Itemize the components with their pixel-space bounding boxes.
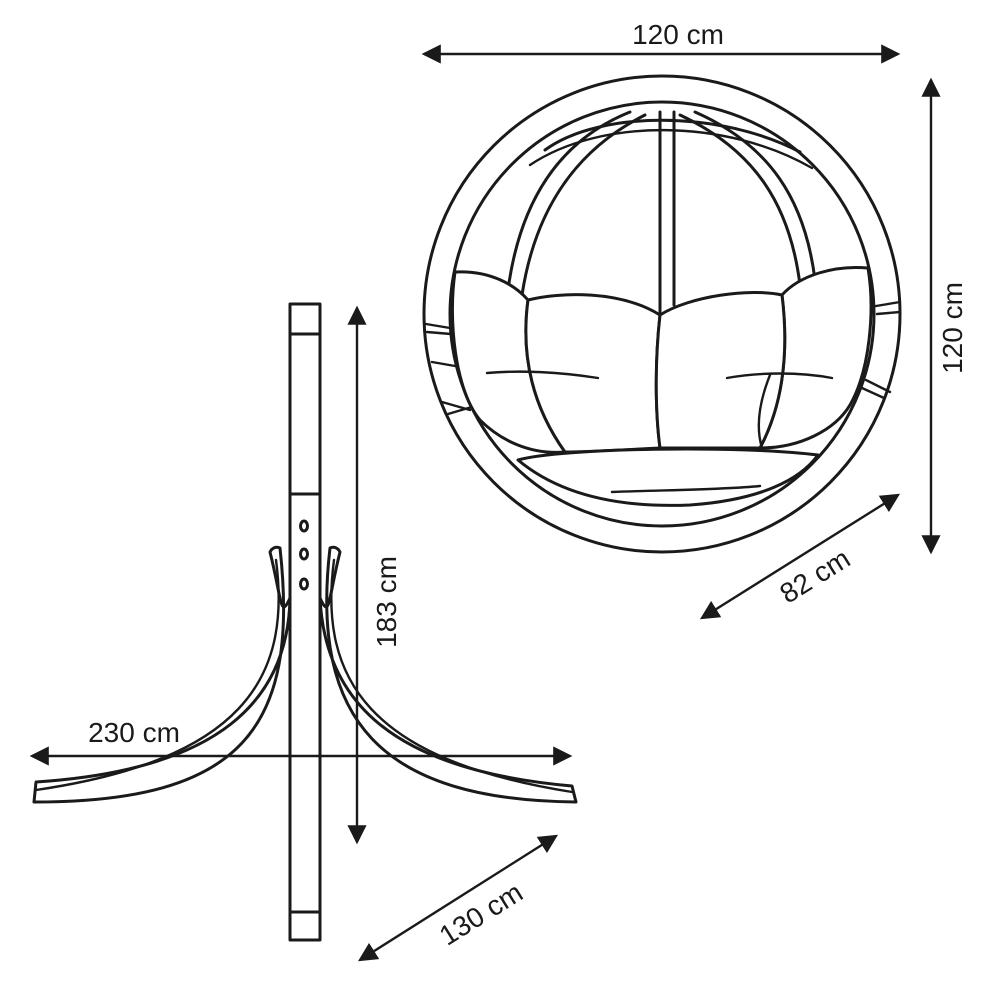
pod-ring-slats — [424, 300, 902, 416]
pod-cushion-creases — [485, 370, 834, 450]
pod-dome-arch-right-inner — [678, 113, 802, 287]
label-pod-depth: 82 cm — [774, 543, 855, 610]
dim-line-pod-depth — [699, 493, 901, 620]
pod-outer-ring — [422, 74, 902, 554]
pod-seat-crease — [610, 484, 762, 494]
pod-dome-arch-left-inner — [520, 113, 647, 297]
label-stand-depth: 130 cm — [434, 876, 528, 951]
pod-cushion-seat — [516, 447, 820, 507]
pod-dome-arch-right-outer — [693, 110, 817, 282]
stand-bolt-2 — [299, 547, 309, 561]
stand-arm-right — [318, 545, 578, 804]
pod-illustration — [422, 74, 902, 554]
stand-illustration — [32, 302, 578, 942]
dimension-lines — [29, 44, 941, 962]
stand-arm-left-inner — [34, 558, 280, 792]
pod-dome-arch-left-outer — [506, 110, 632, 292]
pod-dome-top-band — [543, 118, 802, 154]
stand-arm-right-inner — [330, 558, 574, 794]
pod-cushion-back-right — [654, 291, 787, 450]
label-stand-width: 230 cm — [88, 717, 180, 748]
stand-pole — [288, 302, 322, 942]
label-pod-height: 120 cm — [937, 282, 968, 374]
stand-bolt-3 — [299, 577, 309, 591]
stand-bolt-1 — [299, 519, 309, 533]
label-pod-width: 120 cm — [632, 19, 724, 50]
stand-arm-left — [32, 545, 292, 804]
pod-dome-top-band-2 — [528, 128, 814, 170]
pod-inner-ring — [448, 100, 876, 528]
label-stand-height: 183 cm — [371, 556, 402, 648]
dim-line-stand-depth — [357, 834, 559, 962]
